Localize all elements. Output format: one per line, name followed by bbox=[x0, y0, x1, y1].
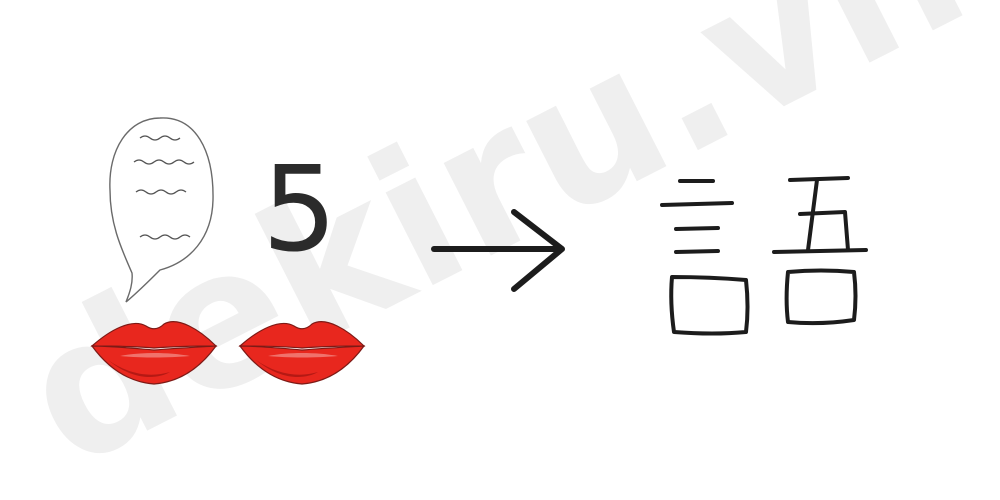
arrow-right-icon bbox=[431, 209, 565, 292]
kanji-component-five bbox=[772, 176, 868, 254]
component-group-left: 5 bbox=[90, 117, 366, 385]
speech-bubble-icon bbox=[109, 117, 214, 303]
lips-icon bbox=[238, 321, 366, 385]
kanji-component-speech bbox=[660, 179, 750, 336]
lips-icon bbox=[90, 321, 218, 385]
kanji-component-mouth bbox=[784, 268, 858, 326]
kanji-go-character bbox=[660, 176, 868, 336]
numeral-five: 5 bbox=[262, 140, 337, 278]
